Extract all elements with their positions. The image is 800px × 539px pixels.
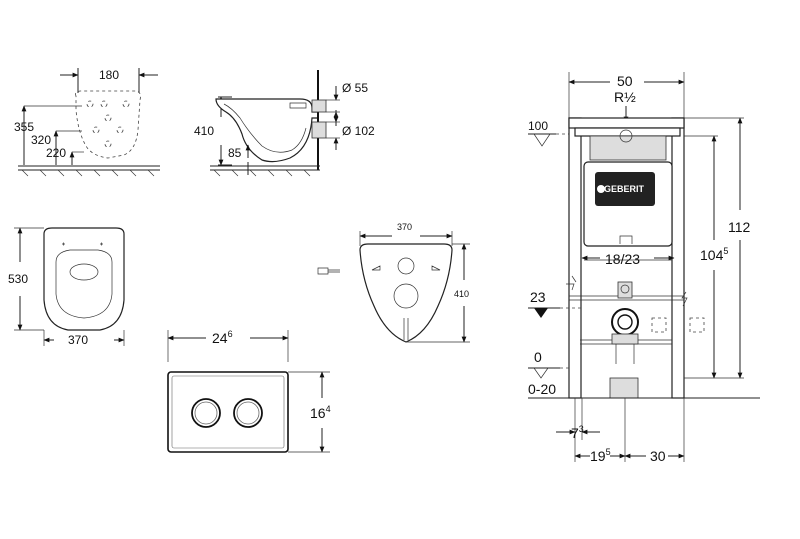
dim-100-label: 100 xyxy=(528,119,548,133)
front-view: 530 370 xyxy=(8,227,125,347)
dim-19-label: 195 xyxy=(590,447,611,464)
dim-18-23-label: 18/23 xyxy=(605,251,640,267)
dim-410-label: 410 xyxy=(194,124,214,138)
frame-leg-left xyxy=(568,117,582,399)
flush-plate: 246 164 xyxy=(167,329,331,453)
flush-plate-body xyxy=(167,371,289,453)
dim-85-label: 85 xyxy=(228,146,242,160)
brand-label: GEBERIT xyxy=(604,184,645,194)
dim-r-half-label: R½ xyxy=(614,89,636,105)
dim-104-label: 1045 xyxy=(700,246,728,263)
top-view: 180 355 320 220 xyxy=(14,68,160,177)
dim-370-front-label: 370 xyxy=(68,333,88,347)
dim-530-label: 530 xyxy=(8,272,28,286)
side-view: 410 85 Ø 55 Ø 102 xyxy=(194,70,375,177)
dim-50-label: 50 xyxy=(617,73,633,89)
dim-16-label: 164 xyxy=(310,404,331,421)
dim-355-label: 355 xyxy=(14,120,34,134)
dim-220-label: 220 xyxy=(46,146,66,160)
dim-320-label: 320 xyxy=(31,133,51,147)
dim-7-label: 73 xyxy=(571,424,584,441)
dim-0-20-label: 0-20 xyxy=(528,381,556,397)
dim-410-plate-label: 410 xyxy=(454,289,469,299)
dim-23-label: 23 xyxy=(530,289,546,305)
dim-370-plate-label: 370 xyxy=(397,222,412,232)
installation-frame: 50 R½ 100 GEBERIT 18/2 xyxy=(528,72,760,464)
mounting-plate: 370 410 xyxy=(317,222,470,343)
dim-d55-label: Ø 55 xyxy=(342,81,368,95)
flush-button-small xyxy=(191,398,221,428)
dim-180-label: 180 xyxy=(99,68,119,82)
dim-d102-label: Ø 102 xyxy=(342,124,375,138)
dim-30-label: 30 xyxy=(650,448,666,464)
dim-24-label: 246 xyxy=(212,329,233,346)
dim-112-label: 112 xyxy=(728,219,751,235)
cistern-label-plate xyxy=(595,172,655,206)
dim-0-label: 0 xyxy=(534,349,542,365)
flush-button-large xyxy=(233,398,263,428)
